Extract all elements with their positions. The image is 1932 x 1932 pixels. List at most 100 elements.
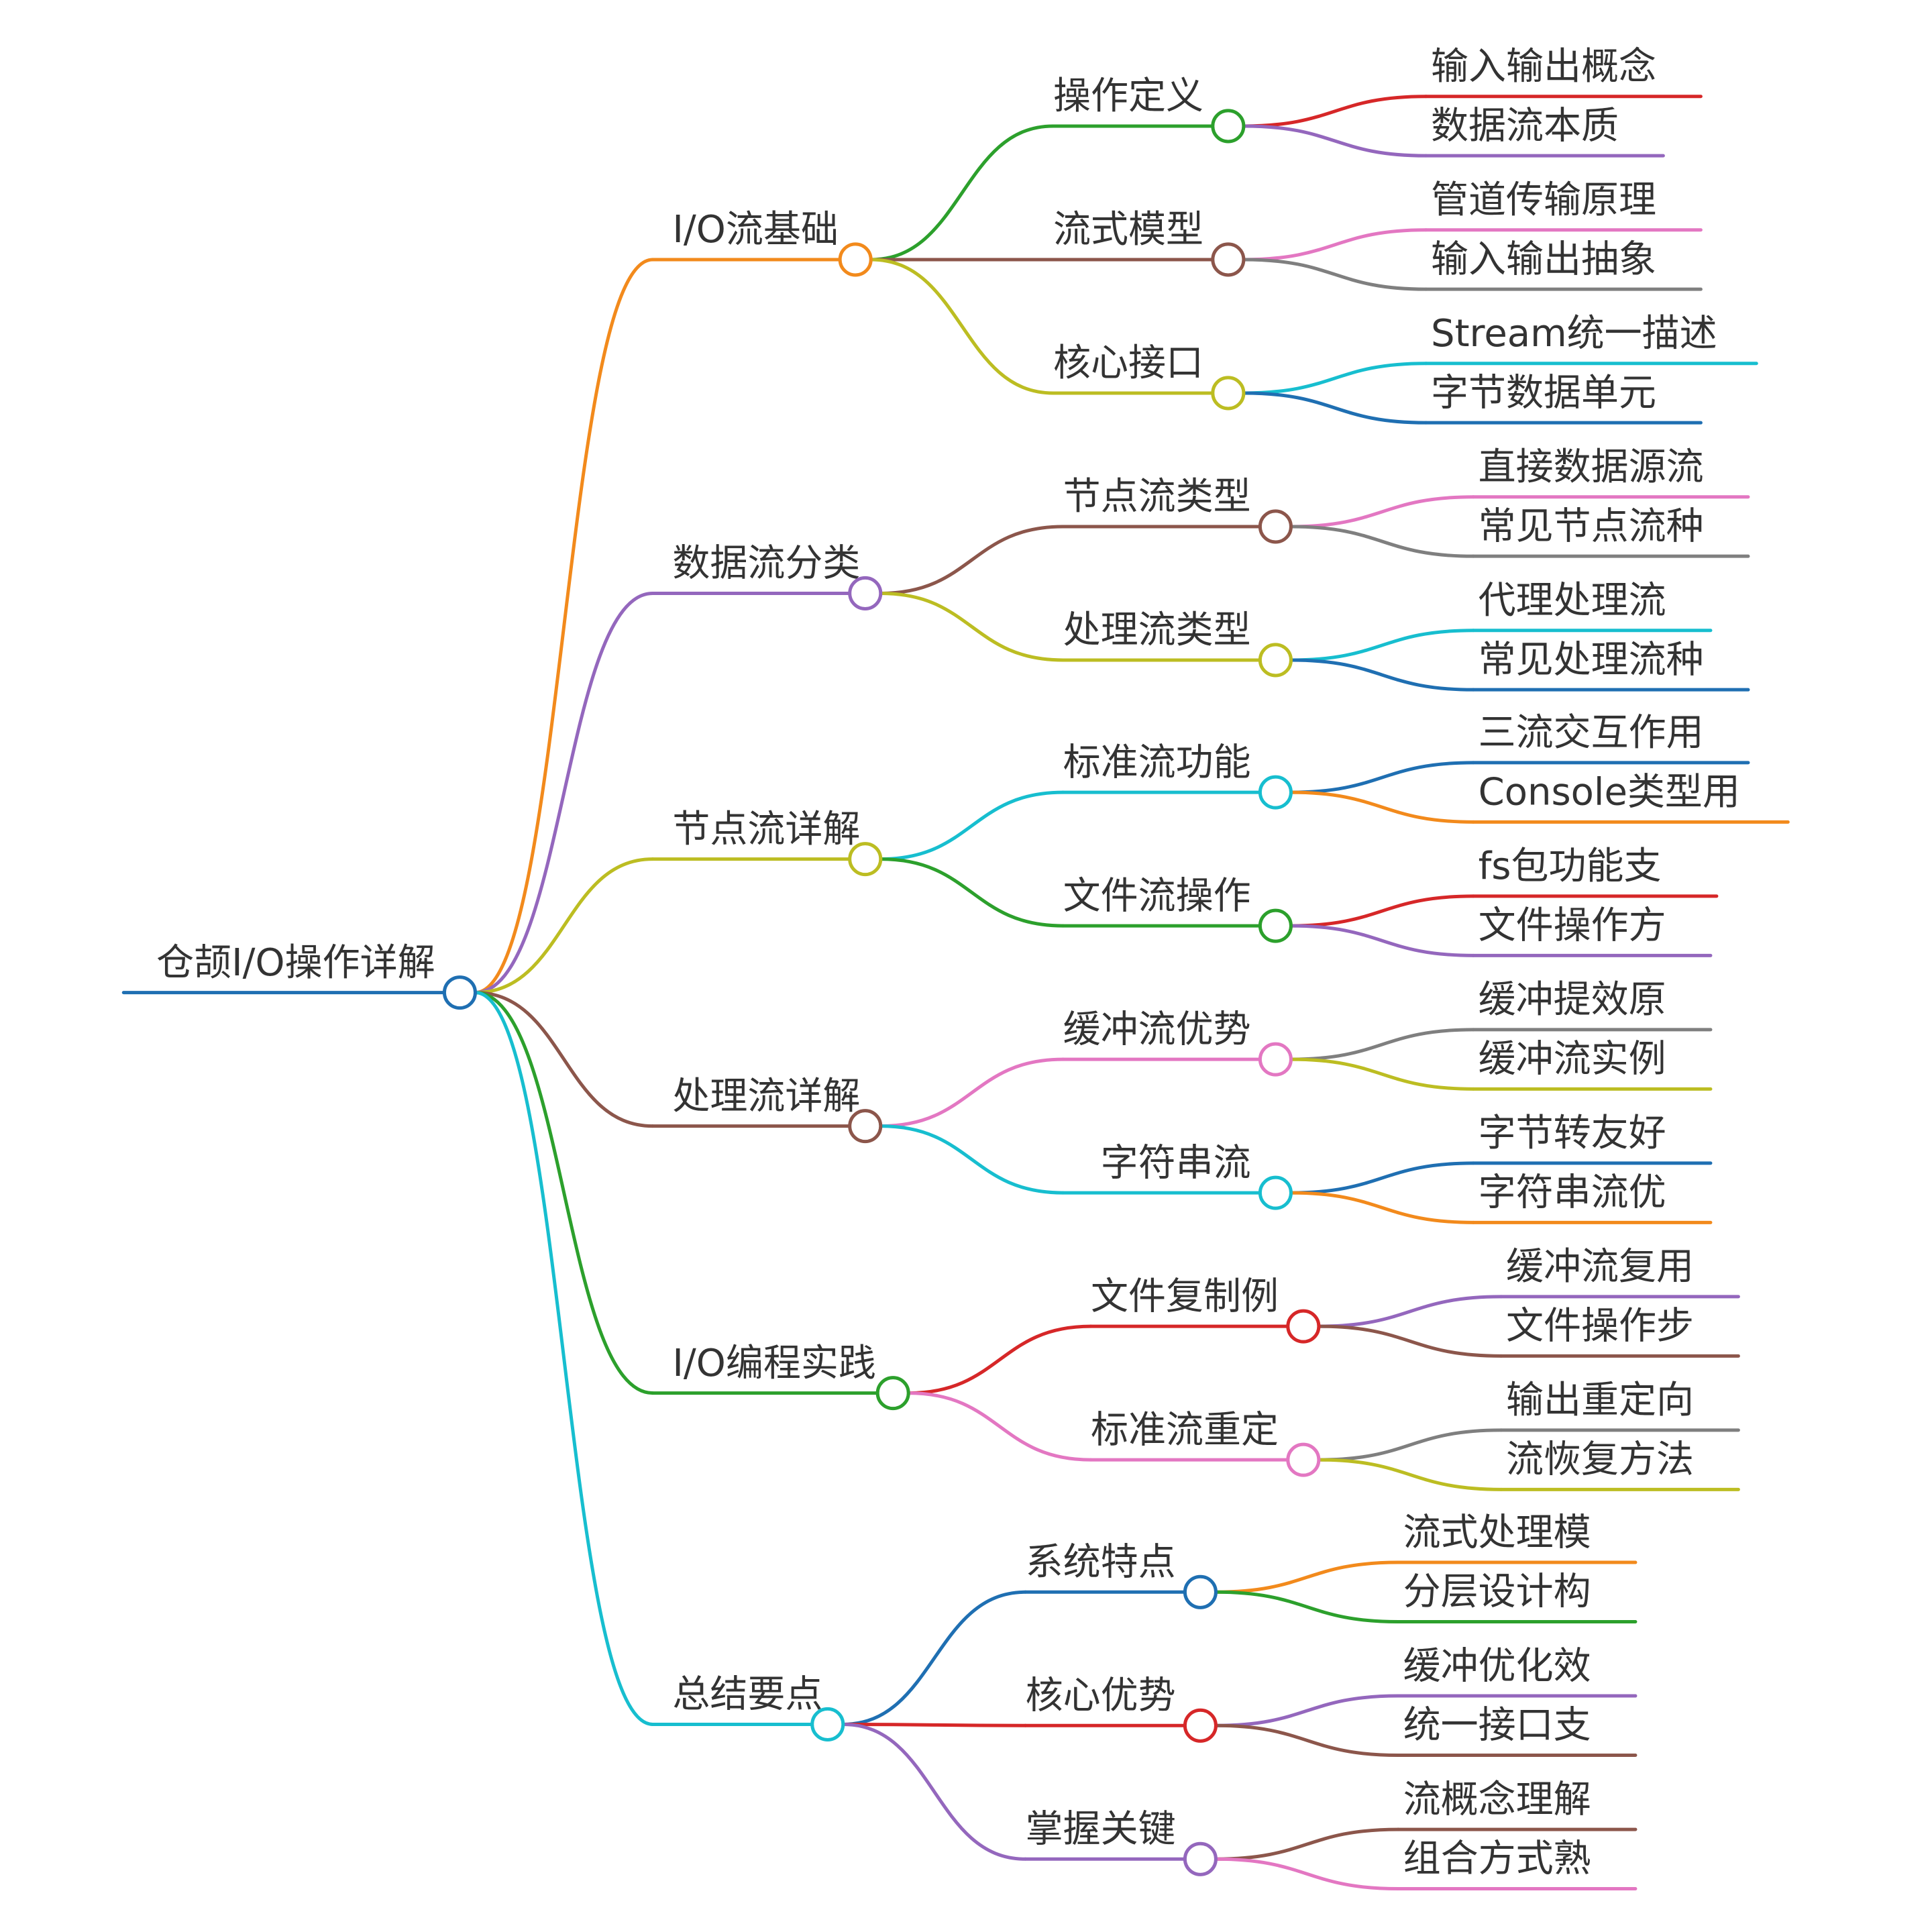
leaf-connector (1214, 1723, 1400, 1758)
leaf-label: 三流交互作用 (1479, 711, 1704, 755)
sub-label: 标准流重定 (1091, 1408, 1279, 1452)
leaf-label: 字节数据单元 (1431, 371, 1656, 415)
root-label: 仓颉I/O操作详解 (156, 941, 435, 985)
leaf-label: 统一接口支 (1403, 1704, 1591, 1748)
leaf-connector (1317, 1295, 1503, 1328)
leaf-connector (1289, 1057, 1475, 1091)
branch-connector (473, 991, 655, 1128)
branch-label: I/O编程实践 (672, 1342, 875, 1385)
leaf-label: 代理处理流 (1479, 579, 1666, 623)
branch-node-toggle[interactable] (838, 242, 873, 277)
leaf-connector (1242, 95, 1428, 128)
sub-node-toggle[interactable] (1211, 109, 1246, 144)
leaf-label: 常见处理流种 (1479, 638, 1704, 682)
branch-connector (473, 857, 655, 995)
sub-node-toggle[interactable] (1258, 1042, 1293, 1077)
sub-label: 流式模型 (1053, 208, 1203, 252)
leaf-connector (1289, 761, 1475, 794)
leaf-label: 字符串流优 (1479, 1171, 1666, 1215)
leaf-connector (1317, 1428, 1503, 1462)
branch-connector (473, 991, 655, 1395)
sub-node-toggle[interactable] (1183, 1841, 1218, 1876)
leaf-connector (1317, 1458, 1503, 1491)
leaf-connector (1317, 1324, 1503, 1358)
branch-node-toggle[interactable] (848, 1109, 883, 1144)
leaf-label: 缓冲流复用 (1506, 1245, 1694, 1289)
sub-node-toggle[interactable] (1258, 643, 1293, 678)
leaf-connector (1289, 790, 1475, 824)
branch-node-toggle[interactable] (848, 842, 883, 877)
leaf-connector (1242, 258, 1428, 291)
leaf-connector (1289, 629, 1475, 662)
leaf-connector (1289, 924, 1475, 957)
sub-node-toggle[interactable] (1286, 1442, 1321, 1477)
branch-label: 总结要点 (672, 1673, 822, 1717)
branch-connector (473, 591, 655, 995)
leaf-connector (1214, 1857, 1400, 1891)
leaf-connector (1289, 495, 1475, 529)
leaf-connector (1289, 1191, 1475, 1224)
leaf-label: 组合方式熟 (1403, 1837, 1591, 1881)
leaf-connector (1214, 1560, 1400, 1594)
sub-label: 标准流功能 (1063, 741, 1251, 784)
leaf-label: 管道传输原理 (1431, 178, 1656, 222)
connector-layer (121, 95, 1790, 1891)
sub-label: 核心优势 (1026, 1674, 1176, 1717)
sub-connector (879, 857, 1065, 928)
leaf-connector (1242, 362, 1428, 395)
branch-node-toggle[interactable] (875, 1376, 910, 1411)
leaf-connector (1242, 228, 1428, 262)
sub-connector (879, 591, 1065, 662)
sub-node-toggle[interactable] (1258, 509, 1293, 544)
leaf-label: 流式处理模 (1403, 1511, 1591, 1554)
leaf-connector (1214, 1694, 1400, 1727)
leaf-connector (1214, 1590, 1400, 1623)
sub-connector (841, 1722, 1028, 1727)
sub-node-toggle[interactable] (1183, 1708, 1218, 1743)
sub-label: 节点流类型 (1063, 475, 1251, 519)
leaf-connector (1289, 525, 1475, 558)
branch-label: 节点流详解 (672, 808, 860, 851)
sub-node-toggle[interactable] (1258, 908, 1293, 943)
leaf-label: Stream统一描述 (1431, 312, 1717, 356)
leaf-label: 流概念理解 (1403, 1778, 1591, 1821)
sub-label: 核心接口 (1053, 341, 1203, 385)
leaf-label: 缓冲流实例 (1479, 1038, 1666, 1081)
sub-label: 掌握关键 (1026, 1807, 1176, 1851)
branch-connector (473, 991, 655, 1726)
sub-node-toggle[interactable] (1258, 1175, 1293, 1210)
branch-node-toggle[interactable] (848, 576, 883, 610)
sub-label: 文件流操作 (1063, 874, 1251, 918)
leaf-label: 分层设计构 (1403, 1570, 1591, 1614)
leaf-label: 缓冲优化效 (1403, 1644, 1591, 1688)
leaf-label: 缓冲提效原 (1479, 978, 1666, 1022)
sub-connector (879, 790, 1065, 861)
leaf-label: 输入输出概念 (1431, 45, 1656, 89)
leaf-label: 字节转友好 (1479, 1112, 1666, 1155)
sub-connector (869, 124, 1055, 262)
sub-label: 操作定义 (1053, 74, 1203, 118)
sub-node-toggle[interactable] (1258, 775, 1293, 810)
sub-label: 字符串流 (1101, 1141, 1251, 1185)
leaf-connector (1214, 1827, 1400, 1861)
leaf-label: 数据流本质 (1431, 104, 1619, 148)
sub-connector (906, 1324, 1093, 1395)
sub-node-toggle[interactable] (1211, 376, 1246, 411)
sub-label: 处理流类型 (1063, 608, 1251, 652)
leaf-connector (1289, 658, 1475, 692)
leaf-label: 常见节点流种 (1479, 504, 1704, 548)
sub-label: 缓冲流优势 (1063, 1008, 1251, 1051)
leaf-label: 文件操作方 (1479, 904, 1666, 948)
sub-node-toggle[interactable] (1211, 242, 1246, 277)
sub-connector (879, 1057, 1065, 1128)
sub-node-toggle[interactable] (1286, 1309, 1321, 1344)
branch-label: 数据流分类 (672, 542, 860, 586)
leaf-label: 流恢复方法 (1506, 1438, 1694, 1482)
sub-connector (841, 1722, 1028, 1861)
root-node-toggle[interactable] (442, 975, 477, 1010)
leaf-label: Console类型用 (1479, 771, 1740, 814)
branch-node-toggle[interactable] (810, 1707, 845, 1741)
branch-connector (473, 258, 655, 995)
sub-connector (869, 258, 1055, 395)
sub-node-toggle[interactable] (1183, 1574, 1218, 1609)
